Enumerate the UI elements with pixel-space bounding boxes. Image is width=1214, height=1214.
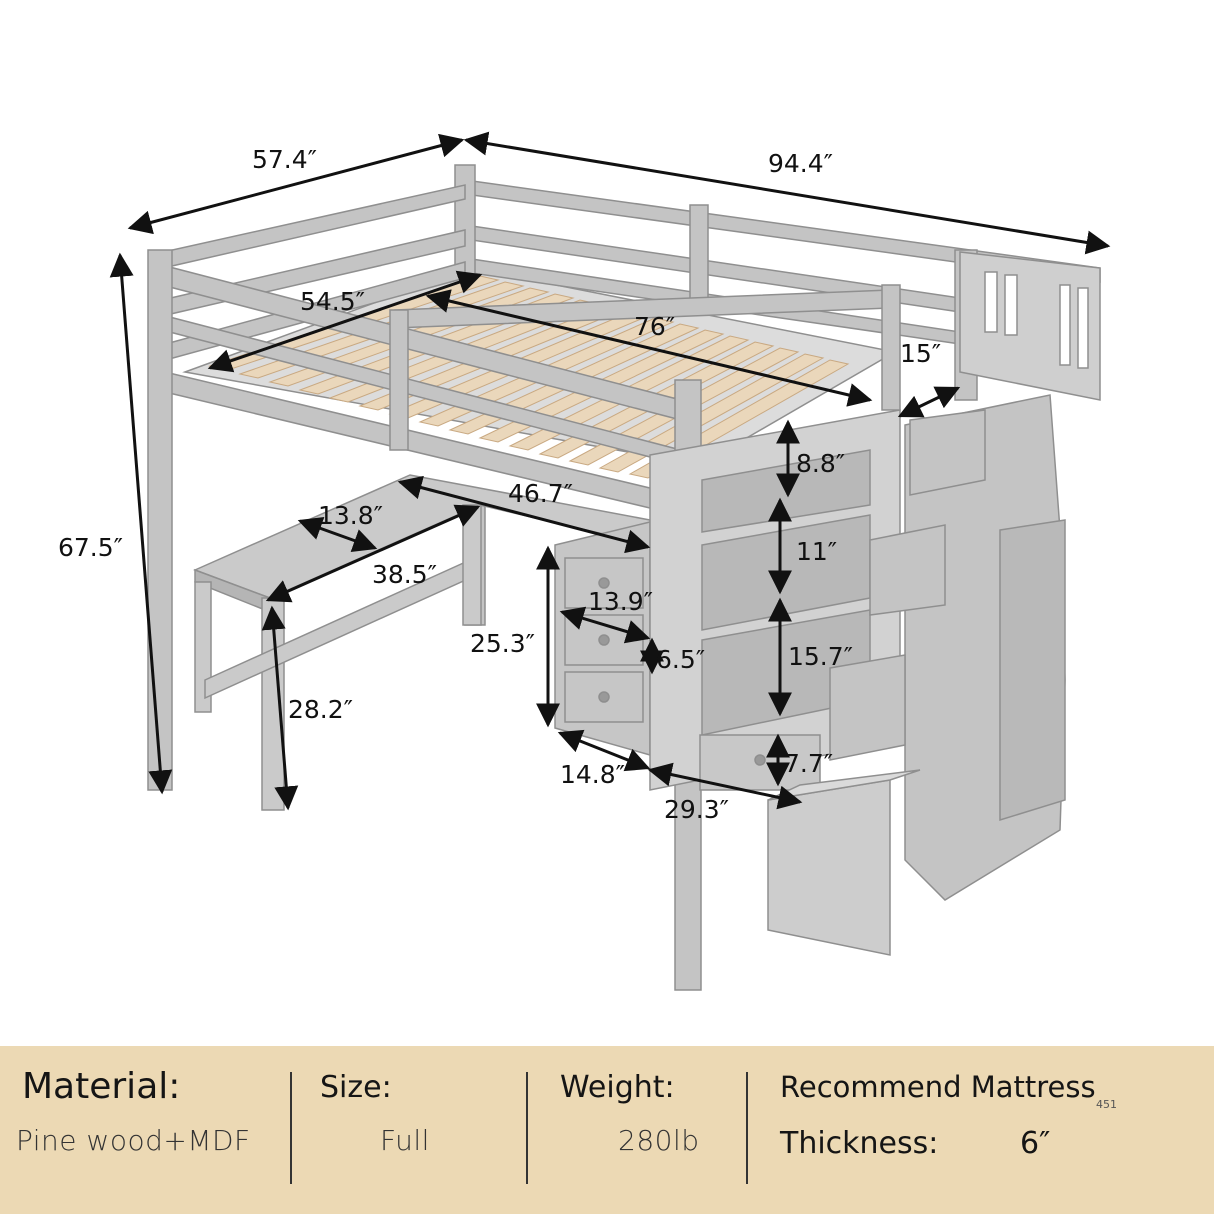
- size-value: Full: [380, 1124, 430, 1157]
- dim-cab-depth: 14.8″: [560, 760, 625, 789]
- divider-2: [526, 1072, 528, 1184]
- dim-bed-width: 54.5″: [300, 287, 365, 316]
- dim-rail-clear: 8.8″: [796, 449, 845, 478]
- drawer-cabinet: [554, 521, 651, 756]
- dim-drawer-height: 6.5″: [656, 645, 705, 674]
- loft-bed-diagram: 57.4″ 94.4″ 67.5″ 54.5″ 76″ 15″ 8.8″ 46.…: [58, 131, 1111, 991]
- dim-height: 67.5″: [58, 533, 123, 562]
- dim-desk-depth: 13.8″: [318, 501, 383, 530]
- cab-width-arrow: [647, 762, 803, 810]
- bed-length-arrow: [425, 289, 873, 407]
- dim-desk-long: 46.7″: [508, 479, 573, 508]
- thickness-label: Thickness:: [780, 1126, 939, 1161]
- dim-width: 57.4″: [252, 145, 317, 174]
- dim-cab-height: 25.3″: [470, 629, 535, 658]
- thickness-value: 6″: [1020, 1126, 1051, 1161]
- weight-label: Weight:: [560, 1070, 675, 1105]
- divider-3: [746, 1072, 748, 1184]
- material-label: Material:: [22, 1066, 181, 1107]
- dim-cab-width: 29.3″: [664, 795, 729, 824]
- drawer-width-arrow: [559, 606, 651, 644]
- height-arrow: [109, 252, 173, 795]
- dim-shelf-bottom: 15.7″: [788, 642, 853, 671]
- spec-bar: Material: Pine wood+MDF Size: Full Weigh…: [0, 1046, 1214, 1214]
- dim-shelf-top: 11″: [796, 537, 837, 566]
- dim-length: 94.4″: [768, 149, 833, 178]
- dim-desk-height: 28.2″: [288, 695, 353, 724]
- dimension-labels: 57.4″ 94.4″ 67.5″ 54.5″ 76″ 15″ 8.8″ 46.…: [58, 145, 941, 824]
- dim-drawer-width: 13.9″: [588, 587, 653, 616]
- mattress-label: Recommend Mattress: [780, 1070, 1096, 1104]
- size-label: Size:: [320, 1070, 392, 1105]
- desk-height-arrow: [261, 605, 299, 811]
- cab-depth-arrow: [557, 729, 651, 772]
- page-number: 451: [1096, 1098, 1117, 1111]
- guard-gap-arrow: [897, 386, 961, 418]
- dim-low-drawer: 7.7″: [784, 749, 833, 778]
- length-arrow: [463, 131, 1111, 255]
- dimension-lines: [109, 131, 1111, 811]
- dim-desk-short: 38.5″: [372, 560, 437, 589]
- desk-long-arrow: [397, 475, 651, 554]
- stair-storage: [767, 394, 1066, 956]
- divider-1: [290, 1072, 292, 1184]
- dim-bed-length: 76″: [634, 312, 675, 341]
- dim-guard-gap: 15″: [900, 339, 941, 368]
- material-value: Pine wood+MDF: [16, 1124, 251, 1157]
- desk-short-arrow: [265, 504, 481, 603]
- width-arrow: [127, 133, 465, 235]
- weight-value: 280lb: [618, 1124, 700, 1157]
